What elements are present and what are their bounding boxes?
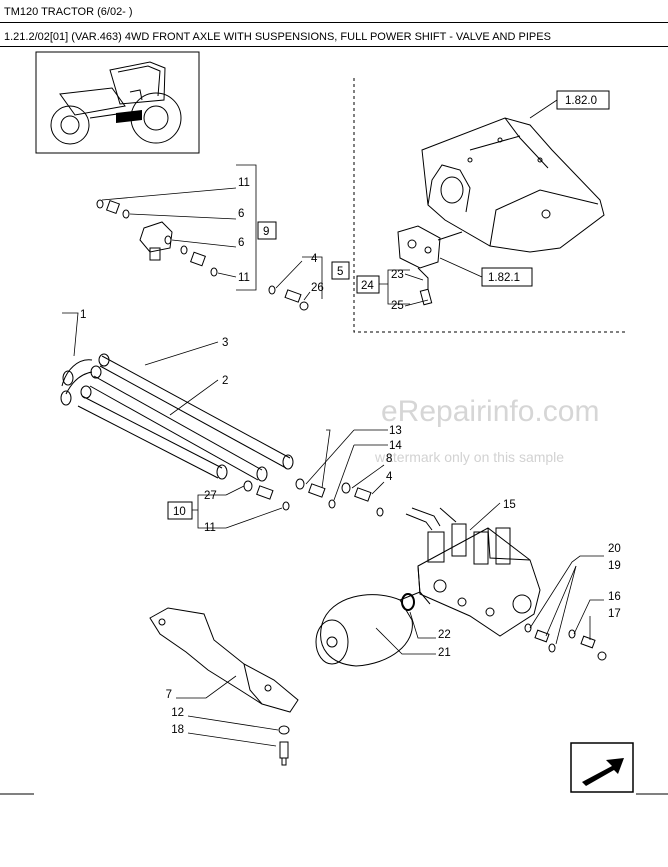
callout-27: 27 bbox=[204, 490, 217, 502]
callout-box-9[interactable]: 9 bbox=[257, 221, 277, 240]
callout-box-5[interactable]: 5 bbox=[331, 261, 350, 280]
header-rule-top bbox=[0, 22, 668, 23]
callout-1: 1 bbox=[80, 309, 86, 321]
callout-6-b: 6 bbox=[238, 237, 244, 249]
header-rule-bottom bbox=[0, 46, 668, 47]
model-title: TM120 TRACTOR (6/02- ) bbox=[4, 6, 133, 18]
callout-3: 3 bbox=[222, 337, 228, 349]
callout-8: 8 bbox=[386, 453, 392, 465]
ref-box-1-82-1[interactable]: 1.82.1 bbox=[481, 267, 533, 287]
transmission-housing bbox=[353, 78, 628, 333]
fitting-assembly-10 bbox=[243, 480, 290, 511]
tractor-thumbnail-icon bbox=[35, 51, 200, 154]
callout-23: 23 bbox=[391, 269, 404, 281]
callout-12: 12 bbox=[171, 707, 184, 719]
callout-26: 26 bbox=[311, 282, 324, 294]
callout-15: 15 bbox=[503, 499, 516, 511]
mounting-bracket bbox=[149, 607, 299, 713]
callout-19: 19 bbox=[608, 560, 621, 572]
callout-11-c: 11 bbox=[204, 522, 216, 534]
callout-11-b: 11 bbox=[238, 272, 250, 284]
accumulator bbox=[315, 591, 431, 667]
svg-text:10: 10 bbox=[173, 506, 186, 518]
fitting-assembly-5 bbox=[268, 285, 309, 311]
callout-14: 14 bbox=[389, 440, 402, 452]
callout-4-a: 4 bbox=[311, 253, 318, 265]
callout-13: 13 bbox=[389, 425, 402, 437]
fitting-assembly-right bbox=[524, 623, 607, 661]
svg-text:5: 5 bbox=[337, 266, 343, 278]
callout-box-24[interactable]: 24 bbox=[356, 275, 380, 294]
callout-25: 25 bbox=[391, 300, 404, 312]
callout-18: 18 bbox=[171, 724, 184, 736]
washer-bolt bbox=[278, 725, 290, 766]
section-title: 1.21.2/02[01] (VAR.463) 4WD FRONT AXLE W… bbox=[4, 31, 551, 43]
pipe-assembly bbox=[60, 353, 294, 482]
callout-4-b: 4 bbox=[386, 471, 393, 483]
svg-text:9: 9 bbox=[263, 226, 269, 238]
svg-text:1.82.0: 1.82.0 bbox=[565, 95, 597, 107]
callout-2: 2 bbox=[222, 375, 228, 387]
watermark-note: watermark only on this sample bbox=[374, 449, 564, 465]
callout-6-a: 6 bbox=[238, 208, 244, 220]
valve-block bbox=[405, 507, 541, 637]
callout-7: 7 bbox=[166, 689, 172, 701]
callout-16: 16 bbox=[608, 591, 621, 603]
svg-text:24: 24 bbox=[361, 280, 374, 292]
callout-22: 22 bbox=[438, 629, 451, 641]
callout-11-a: 11 bbox=[238, 177, 250, 189]
ref-box-1-82-0[interactable]: 1.82.0 bbox=[556, 90, 610, 110]
callout-20: 20 bbox=[608, 543, 621, 555]
callout-17: 17 bbox=[608, 608, 621, 620]
fitting-assembly-9 bbox=[96, 199, 218, 277]
next-page-arrow-icon[interactable] bbox=[570, 742, 634, 793]
fitting-assembly-valve bbox=[295, 478, 384, 517]
watermark-site: eRepairinfo.com bbox=[381, 395, 599, 428]
callout-box-10[interactable]: 10 bbox=[167, 501, 193, 520]
svg-text:1.82.1: 1.82.1 bbox=[488, 272, 520, 284]
callout-21: 21 bbox=[438, 647, 451, 659]
